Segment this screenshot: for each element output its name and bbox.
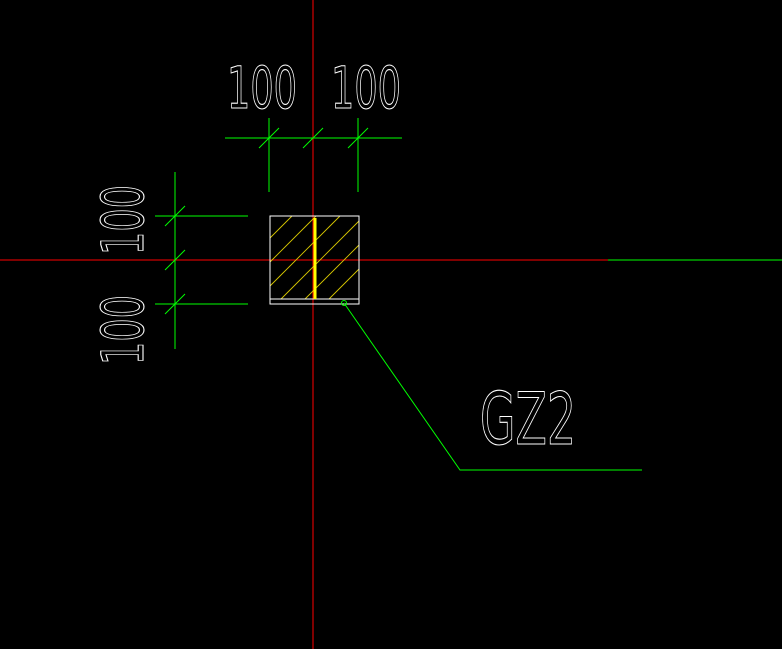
column-section[interactable]: [269, 215, 360, 306]
leader-line: [343, 302, 642, 471]
dimension-top-left: 100: [227, 54, 297, 122]
top-tick-right: [347, 127, 369, 149]
left-dimension-group: 100 100: [88, 172, 248, 366]
top-dimension-group: 100 100: [225, 53, 402, 192]
column-label[interactable]: GZ2: [479, 376, 576, 461]
top-tick-left: [258, 127, 280, 149]
dimension-left-lower: 100: [89, 295, 157, 365]
left-tick-top: [164, 205, 186, 227]
top-tick-middle: [302, 127, 324, 149]
label-leader-group[interactable]: GZ2: [343, 302, 642, 471]
left-tick-bottom: [164, 293, 186, 315]
left-tick-middle: [164, 249, 186, 271]
column-outline: [269, 215, 360, 305]
leader-anchor-point: [341, 300, 347, 306]
dimension-top-right: 100: [331, 54, 401, 122]
dimension-left-upper: 100: [89, 185, 157, 255]
